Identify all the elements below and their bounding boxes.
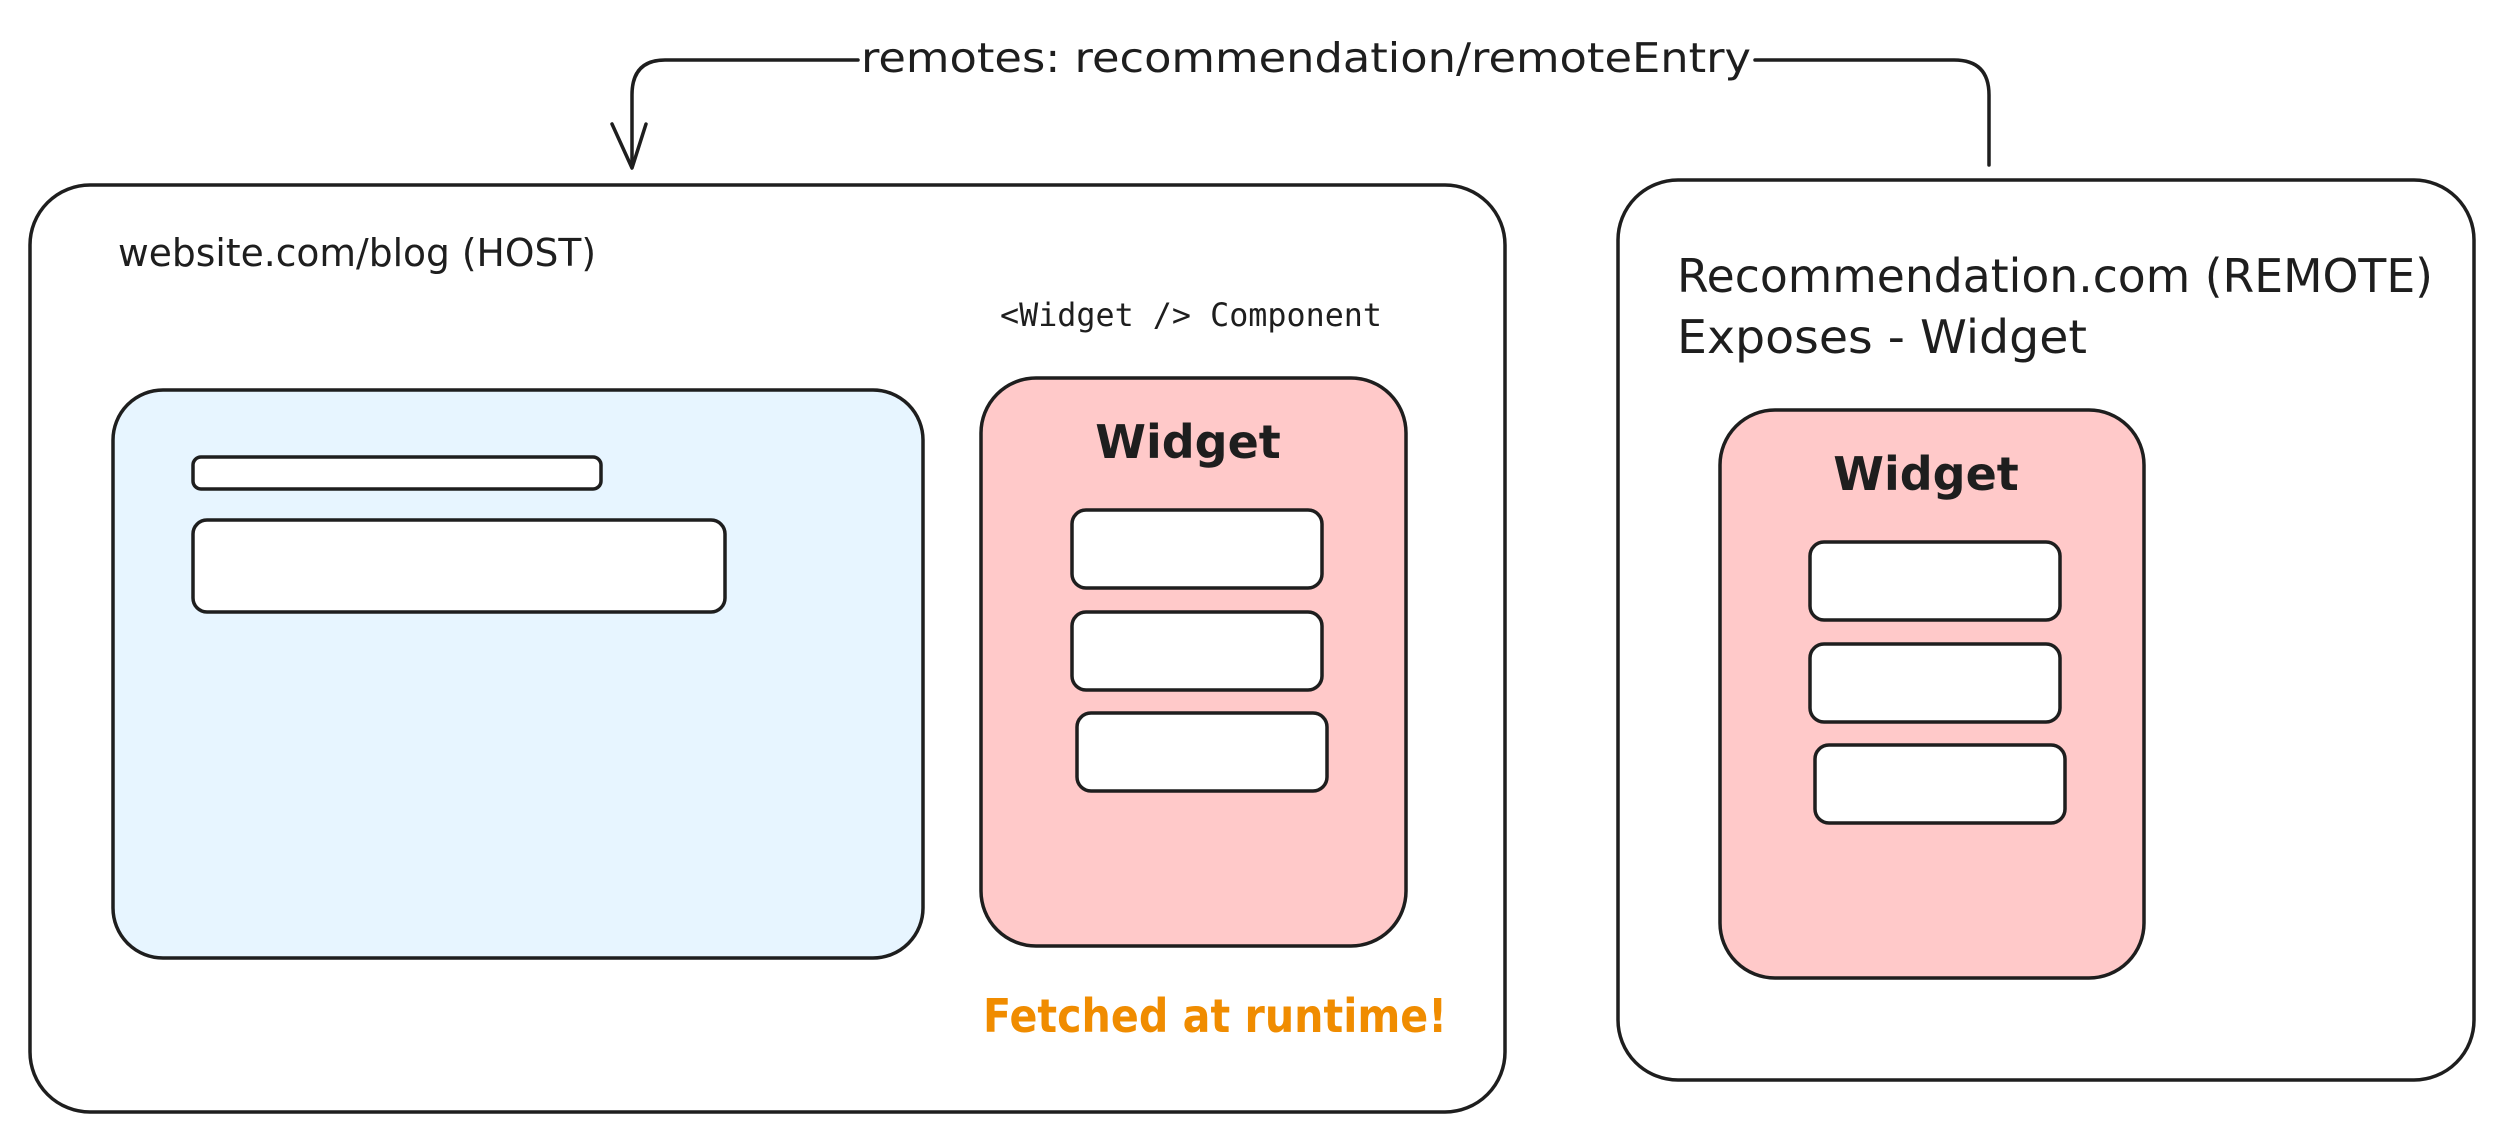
host-widget-title: Widget — [1095, 415, 1281, 469]
blog-content-placeholder — [191, 518, 727, 614]
connector-line — [630, 58, 860, 167]
remote-widget: Widget — [1718, 408, 2146, 980]
arrow-head-icon — [610, 122, 648, 170]
host-widget: Widget — [979, 376, 1408, 948]
host-widget-item — [1070, 610, 1324, 692]
fetched-at-runtime-note: Fetched at runtime! — [983, 989, 1447, 1043]
remote-entry-connector: remotes: recommendation/remoteEntry — [610, 34, 1991, 170]
widget-component-caption: <Widget /> Component — [1000, 296, 1382, 334]
connector-label: remotes: recommendation/remoteEntry — [861, 34, 1751, 82]
host-widget-item — [1075, 711, 1329, 793]
remote-widget-title: Widget — [1833, 447, 2019, 501]
remote-container: Recommendation.com (REMOTE) Exposes - Wi… — [1616, 178, 2476, 1082]
remote-widget-item — [1813, 743, 2067, 825]
remote-title: Recommendation.com (REMOTE) — [1677, 249, 2433, 303]
host-widget-item — [1070, 508, 1324, 590]
blog-page-mockup — [111, 388, 925, 960]
host-title: website.com/blog (HOST) — [118, 231, 596, 275]
blog-headline-placeholder — [191, 455, 603, 491]
remote-widget-item — [1808, 540, 2062, 622]
host-container: website.com/blog (HOST) <Widget /> Compo… — [28, 183, 1507, 1114]
remote-exposes-label: Exposes - Widget — [1677, 310, 2087, 364]
remote-widget-item — [1808, 642, 2062, 724]
connector-line — [1753, 58, 1991, 167]
